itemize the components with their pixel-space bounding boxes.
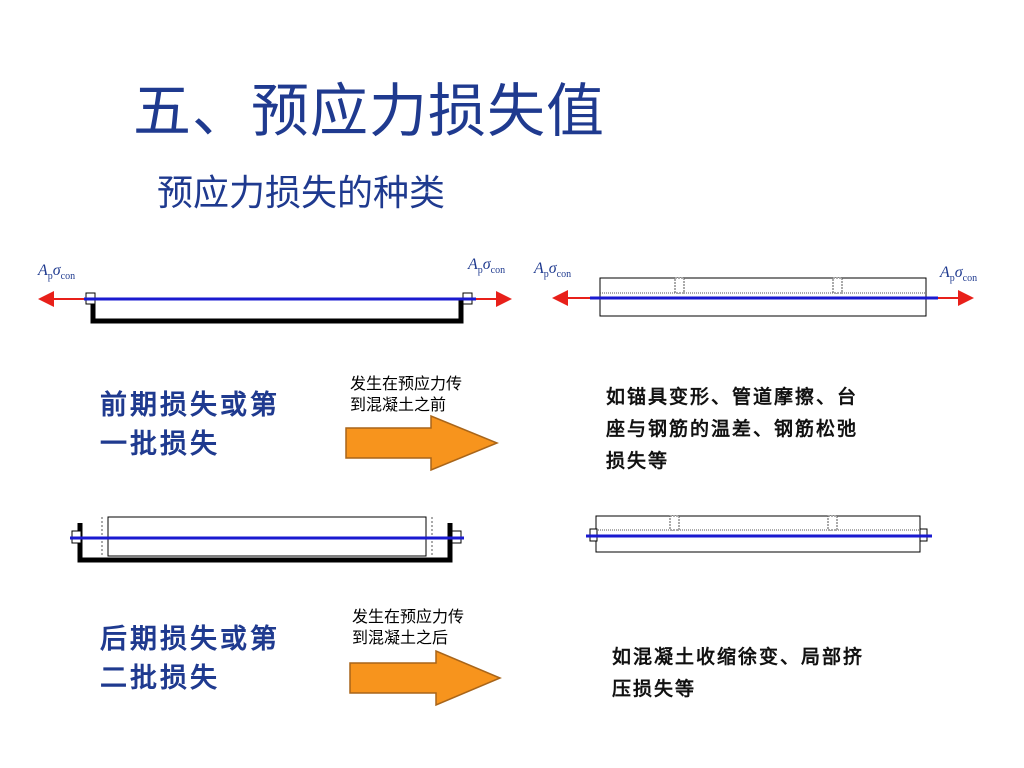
process-arrow-1 [345, 414, 499, 472]
page-subtitle: 预应力损失的种类 [157, 173, 446, 214]
category-2-note: 发生在预应力传 到混凝土之后 [352, 607, 465, 647]
posttension-member-diagram-1 [552, 277, 974, 317]
category-2-description: 如混凝土收缩徐变、局部挤 压损失等 [612, 646, 865, 700]
page-title: 五、预应力损失值 [133, 77, 606, 145]
category-2-label: 后期损失或第 二批损失 [100, 624, 280, 694]
force-label-2: Apσcon [468, 256, 506, 277]
force-label-3: Apσcon [534, 260, 572, 281]
category-1-note: 发生在预应力传 到混凝土之前 [350, 374, 463, 414]
force-label-1: Apσcon [38, 262, 76, 283]
category-1-label: 前期损失或第 一批损失 [100, 390, 280, 460]
force-label-4: Apσcon [940, 264, 978, 285]
category-1-description: 如锚具变形、管道摩擦、台 座与钢筋的温差、钢筋松弛 损失等 [606, 386, 859, 472]
posttension-member-diagram-2 [586, 515, 932, 553]
pretension-bed-diagram-1 [38, 291, 512, 324]
process-arrow-2 [349, 649, 502, 707]
pretension-bed-diagram-2 [70, 516, 464, 563]
